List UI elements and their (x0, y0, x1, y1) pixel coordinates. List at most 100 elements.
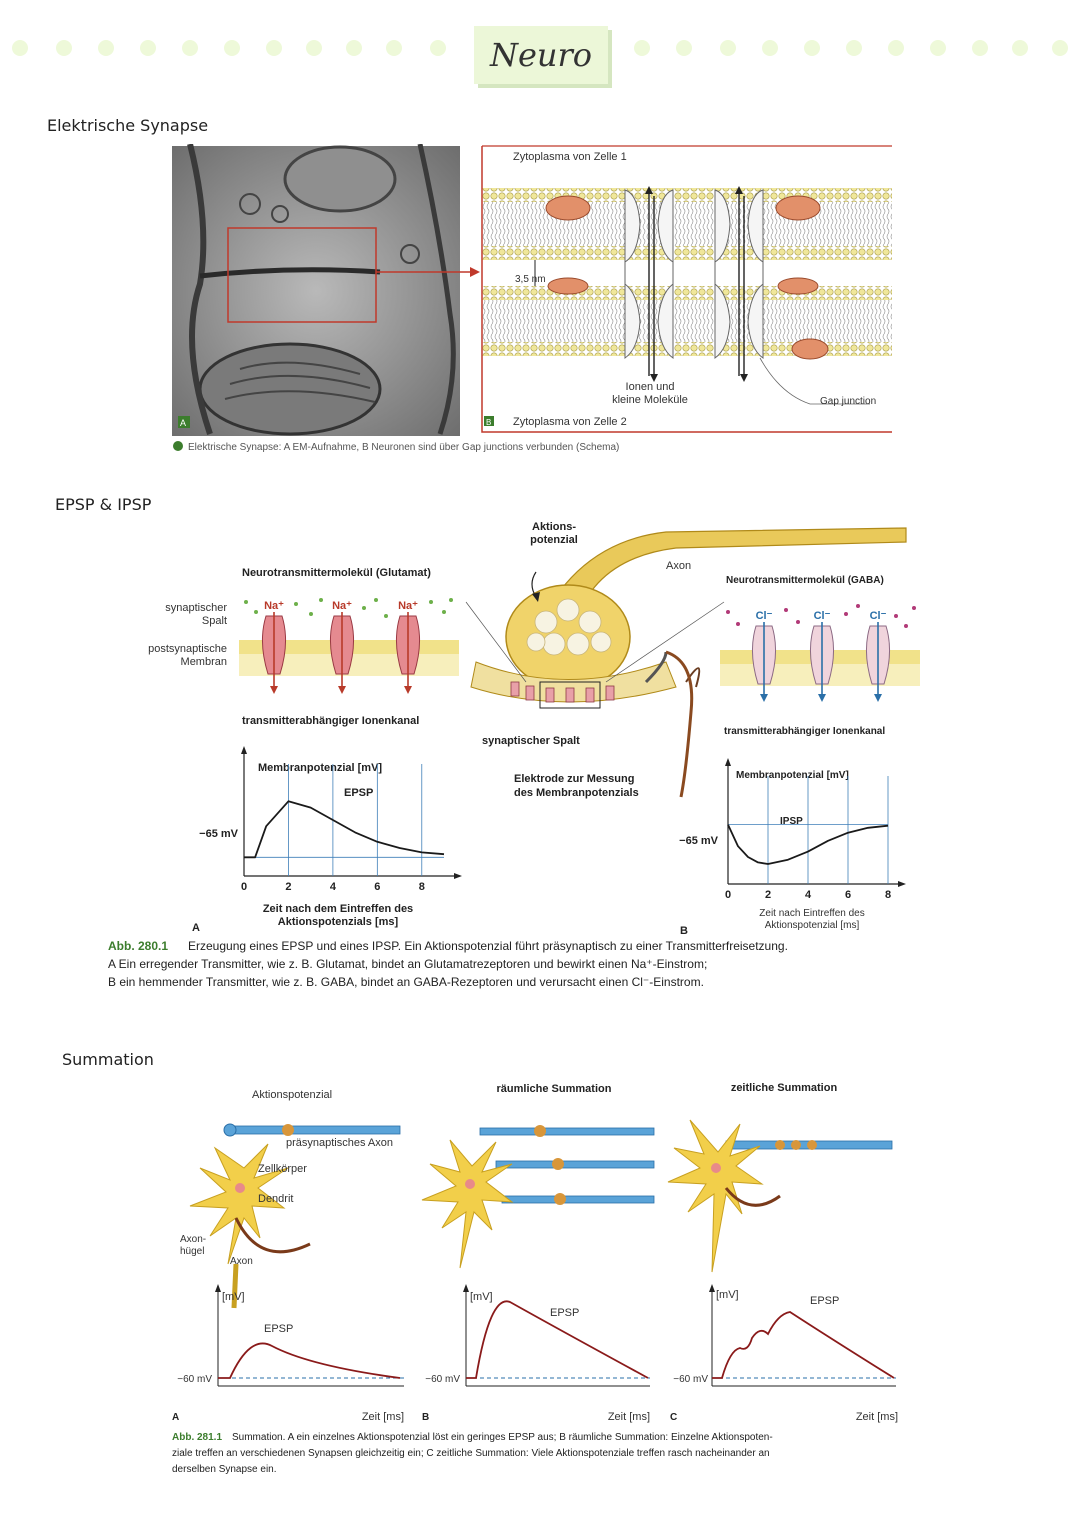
cl-label-3: Cl⁻ (870, 610, 887, 622)
epsp-chart-tick-label: 2 (285, 881, 291, 893)
chart-a-epsp-label: EPSP (264, 1323, 293, 1335)
decorative-dot (846, 40, 862, 56)
figure3-caption-line2: ziale treffen an verschiedenen Synapsen … (172, 1448, 770, 1459)
chart-c-unit: [mV] (716, 1289, 739, 1301)
chart-b-xlabel-line2: Aktionspotenzial [ms] (765, 920, 860, 931)
decorative-dot (224, 40, 240, 56)
decorative-dot (676, 40, 692, 56)
chart-b-ylabel: Membranpotenzial [mV] (736, 770, 849, 781)
head-zeitliche-summation: zeitliche Summation (731, 1082, 838, 1094)
figure2-caption-line3: B ein hemmender Transmitter, wie z. B. G… (108, 975, 704, 989)
section-heading-epsp-ipsp: EPSP & IPSP (55, 495, 152, 514)
na-label-2: Na⁺ (332, 600, 352, 612)
ipsp-chart-tick-label: 4 (805, 889, 812, 901)
figure-epsp-ipsp: Aktions- potenzial Axon Neurotransmitter… (106, 512, 928, 1000)
chart-a-xlabel-line1: Zeit nach dem Eintreffen des (263, 903, 413, 915)
summation-chart-c: [mV] EPSP −60 mV Zeit [ms] C (670, 1284, 898, 1423)
membran-label-line1: postsynaptische (148, 643, 227, 655)
gap-junction-label: Gap junction (820, 396, 876, 407)
figure2-caption-number: Abb. 280.1 (108, 939, 168, 953)
ipsp-chart-tick-label: 0 (725, 889, 731, 901)
em-image: A (172, 143, 460, 436)
epsp-chart-tick-label: 6 (374, 881, 380, 893)
decorative-dot (266, 40, 282, 56)
chart-b-xlabel-line1: Zeit nach Eintreffen des (759, 908, 864, 919)
decorative-dot (98, 40, 114, 56)
epsp-chart-tick-label: 8 (419, 881, 425, 893)
ipsp-chart-tick-label: 2 (765, 889, 771, 901)
ap-label: Aktionspotenzial (252, 1089, 332, 1101)
ap-label-line2: potenzial (530, 534, 578, 546)
neuron-panel-c (667, 1119, 893, 1273)
chart-c-rest: −60 mV (673, 1374, 708, 1385)
decorative-dot (762, 40, 778, 56)
schema-label-b: B (486, 418, 491, 427)
decorative-dot (1012, 40, 1028, 56)
axon-label-summation: Axon (230, 1256, 253, 1267)
chart-c-epsp-label: EPSP (810, 1295, 839, 1307)
chart-a-rest-label: −65 mV (199, 828, 238, 840)
electrode-label-line1: Elektrode zur Messung (514, 773, 634, 785)
membrane-left (239, 598, 459, 694)
chart-b-tag-s: B (422, 1412, 429, 1423)
figure2-caption-line2: A Ein erregender Transmitter, wie z. B. … (108, 957, 707, 971)
chart-b-unit: [mV] (470, 1291, 493, 1303)
neuron-panel-a: Aktionspotenzial präsynaptisches Axon Ze… (180, 1089, 401, 1309)
caption-bullet-icon (173, 441, 183, 451)
chart-a-rest: −60 mV (177, 1374, 212, 1385)
decorative-dot (140, 40, 156, 56)
section-heading-summation: Summation (62, 1050, 154, 1069)
decorative-dot (12, 40, 28, 56)
epsp-chart-x-arrow-icon (454, 873, 462, 879)
decorative-dot (430, 40, 446, 56)
electrode-label-line2: des Membranpotenzials (514, 787, 639, 799)
epsp-chart-tick-label: 0 (241, 881, 247, 893)
chart-b-rest-label: −65 mV (679, 835, 718, 847)
chart-b-series-label: IPSP (780, 816, 803, 827)
epsp-chart-y-arrow-icon (241, 746, 247, 754)
summation-chart-b: [mV] EPSP −60 mV Zeit [ms] B (422, 1284, 650, 1423)
hill-label-line1: Axon- (180, 1234, 206, 1245)
ion-channel-label-left: transmitterabhängiger Ionenkanal (242, 715, 419, 727)
chart-a-tag-s: A (172, 1412, 179, 1423)
decorative-dot (888, 40, 904, 56)
figure3-caption-number: Abb. 281.1 (172, 1432, 222, 1443)
gap-junction-schema: 3,5 nm Zytoplasma von Zelle 1 Ionen und … (481, 145, 892, 433)
chart-a-xlabel-line2: Aktionspotenzials [ms] (278, 916, 399, 928)
decorative-dot (972, 40, 988, 56)
chart-a-xlabel: Zeit [ms] (362, 1411, 404, 1423)
ipsp-chart-tick-label: 6 (845, 889, 851, 901)
epsp-chart-series-line (244, 800, 445, 859)
decorative-dot (1052, 40, 1068, 56)
figure3-caption-line3: derselben Synapse ein. (172, 1464, 277, 1475)
chart-a-series-label: EPSP (344, 787, 373, 799)
chart-b-rest: −60 mV (425, 1374, 460, 1385)
decorative-dot (804, 40, 820, 56)
decorative-dot (386, 40, 402, 56)
na-label-1: Na⁺ (264, 600, 284, 612)
ion-channel-label-right: transmitterabhängiger Ionenkanal (724, 726, 885, 737)
chart-b-epsp-label: EPSP (550, 1307, 579, 1319)
figure2-caption-line1: Erzeugung eines EPSP und eines IPSP. Ein… (188, 939, 788, 953)
figure3-caption-line1: Summation. A ein einzelnes Aktionspotenz… (232, 1432, 773, 1443)
synaptic-cleft-label: synaptischer Spalt (482, 735, 580, 747)
epsp-chart-tick-label: 4 (330, 881, 337, 893)
cl-label-1: Cl⁻ (756, 610, 773, 622)
soma-label: Zellkörper (258, 1163, 307, 1175)
decorative-dot (720, 40, 736, 56)
spalt-label-line1: synaptischer (165, 602, 227, 614)
chart-b-xlabel: Zeit [ms] (608, 1411, 650, 1423)
ions-label-line1: Ionen und (626, 381, 675, 393)
ions-label-line2: kleine Moleküle (612, 394, 688, 406)
section-heading-elektrische-synapse: Elektrische Synapse (47, 116, 209, 135)
chart-ipsp: Membranpotenzial [mV] IPSP −65 mV Zeit n… (679, 758, 906, 937)
ap-label-line1: Aktions- (532, 521, 576, 533)
decorative-dot (182, 40, 198, 56)
page-title: Neuro (474, 26, 608, 84)
dendrit-label: Dendrit (258, 1193, 293, 1205)
ipsp-chart-series-line (727, 824, 889, 865)
chart-c-tag-s: C (670, 1412, 677, 1423)
decorative-dot (346, 40, 362, 56)
decorative-dot (634, 40, 650, 56)
spalt-label-line2: Spalt (202, 615, 227, 627)
